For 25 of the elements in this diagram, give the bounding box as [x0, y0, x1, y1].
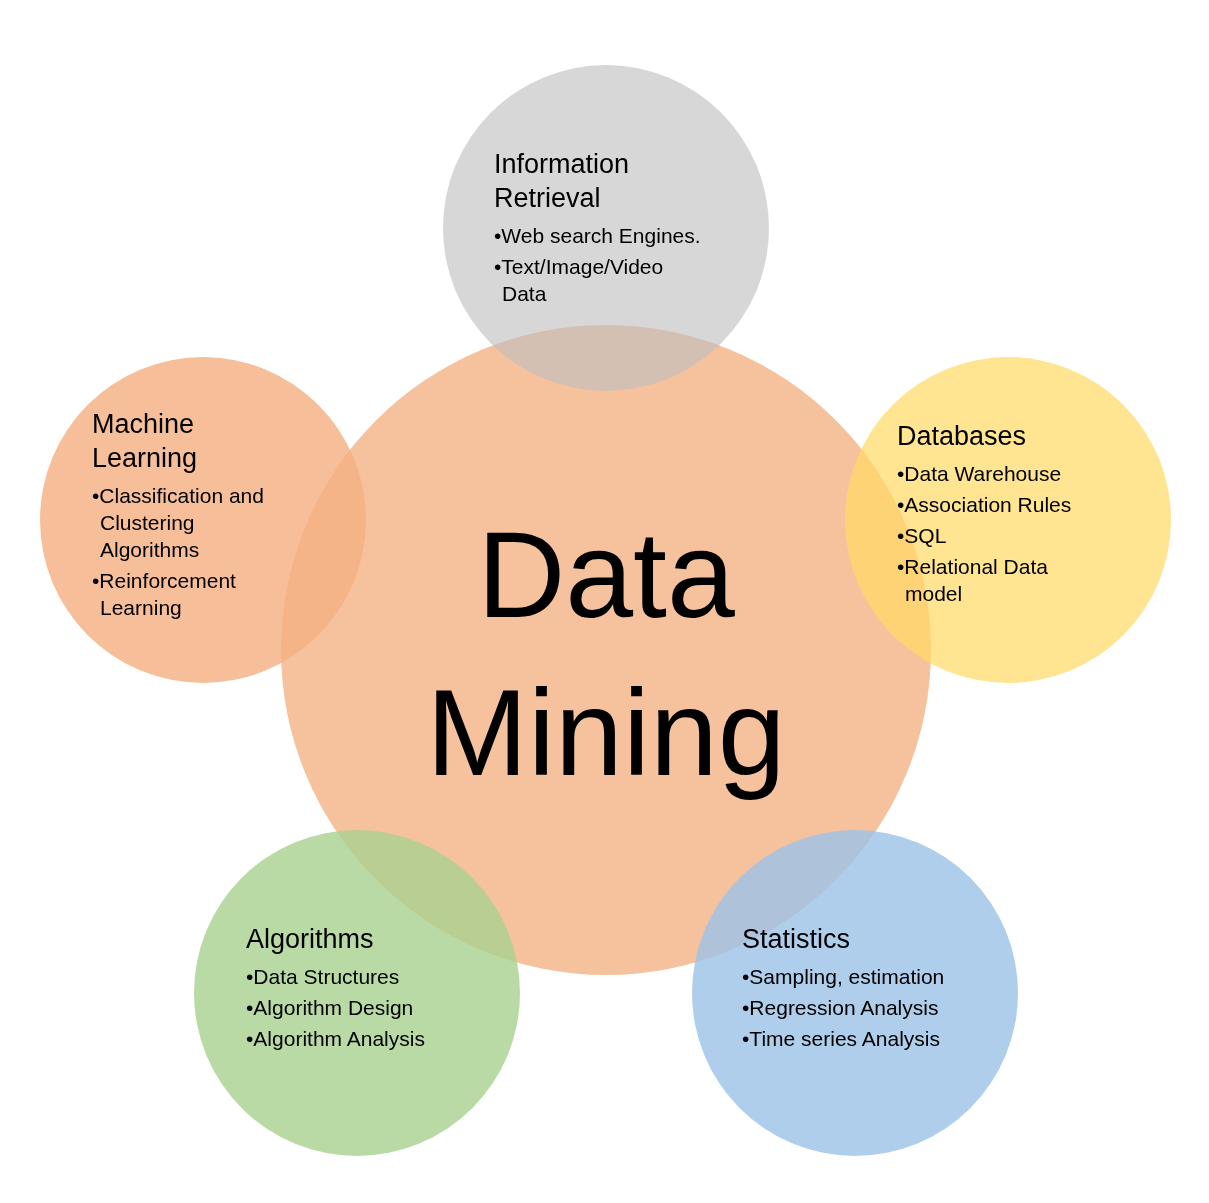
- topic-circle: [845, 357, 1171, 683]
- topic-circle: [40, 357, 366, 683]
- topic-item: •Relational Data model: [897, 554, 1049, 607]
- topic-item: •Regression Analysis: [742, 995, 939, 1021]
- circle-title: Information Retrieval: [494, 148, 631, 215]
- topic-circle: [443, 65, 769, 391]
- topic-item: •Data Structures: [246, 964, 400, 990]
- topic-item: •Sampling, estimation: [742, 964, 945, 990]
- topic-item: •Algorithm Design: [246, 995, 414, 1021]
- circle-title: Databases: [897, 420, 1027, 453]
- topic-item: •Association Rules: [897, 492, 1072, 518]
- topic-circle: [692, 830, 1018, 1156]
- topic-item: •Web search Engines.: [494, 223, 701, 249]
- topic-item: •Time series Analysis: [742, 1026, 940, 1052]
- circle-title: Algorithms: [246, 923, 374, 956]
- center-title: Data Mining: [425, 506, 787, 803]
- topic-item: •Classification and Clustering Algorithms: [92, 483, 265, 563]
- circle-title: Machine Learning: [92, 408, 199, 475]
- topic-item: •Data Warehouse: [897, 461, 1062, 487]
- circle-title: Statistics: [742, 923, 851, 956]
- topic-item: •SQL: [897, 523, 947, 549]
- topic-item: •Text/Image/Video Data: [494, 254, 665, 307]
- topic-circle: [194, 830, 520, 1156]
- topic-item: •Reinforcement Learning: [92, 568, 237, 621]
- topic-item: •Algorithm Analysis: [246, 1026, 425, 1052]
